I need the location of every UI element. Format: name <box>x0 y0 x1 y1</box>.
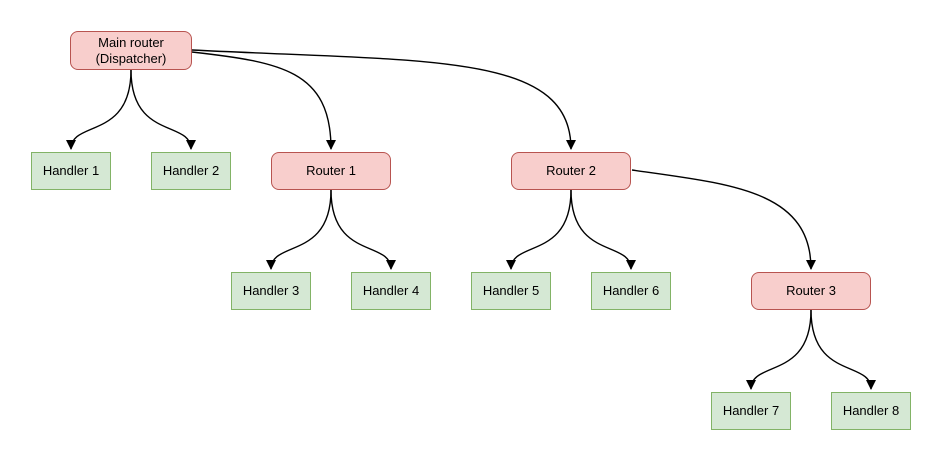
edge-main-router-to-handler-1 <box>66 69 132 150</box>
node-handler-7: Handler 7 <box>711 392 791 430</box>
node-router-2-label: Router 2 <box>546 163 596 178</box>
node-handler-6: Handler 6 <box>591 272 671 310</box>
node-handler-2: Handler 2 <box>151 152 231 190</box>
edge-router-1-to-handler-4 <box>330 189 396 270</box>
node-handler-8-label: Handler 8 <box>842 403 900 418</box>
edge-router-2-to-router-3 <box>631 169 816 270</box>
node-handler-6-label: Handler 6 <box>602 283 660 298</box>
node-handler-5: Handler 5 <box>471 272 551 310</box>
node-main-router-label-line2: (Dispatcher) <box>95 50 167 66</box>
edge-router-2-to-handler-6 <box>570 189 636 270</box>
node-main-router: Main router (Dispatcher) <box>70 31 192 70</box>
node-handler-2-label: Handler 2 <box>162 163 220 178</box>
edge-main-router-to-handler-2 <box>130 69 196 150</box>
node-handler-4: Handler 4 <box>351 272 431 310</box>
edge-main-router-to-router-1 <box>191 51 336 150</box>
node-router-3-label: Router 3 <box>786 283 836 298</box>
node-handler-4-label: Handler 4 <box>362 283 420 298</box>
node-handler-8: Handler 8 <box>831 392 911 430</box>
edge-router-2-to-handler-5 <box>506 189 572 270</box>
node-handler-3: Handler 3 <box>231 272 311 310</box>
edge-router-3-to-handler-8 <box>810 309 876 390</box>
edge-router-3-to-handler-7 <box>746 309 812 390</box>
node-handler-5-label: Handler 5 <box>482 283 540 298</box>
node-router-3: Router 3 <box>751 272 871 310</box>
edge-router-1-to-handler-3 <box>266 189 332 270</box>
node-handler-1: Handler 1 <box>31 152 111 190</box>
node-handler-7-label: Handler 7 <box>722 403 780 418</box>
node-router-2: Router 2 <box>511 152 631 190</box>
node-main-router-label-line1: Main router <box>98 34 164 50</box>
node-router-1-label: Router 1 <box>306 163 356 178</box>
node-handler-1-label: Handler 1 <box>42 163 100 178</box>
edge-main-router-to-router-2 <box>191 49 576 150</box>
node-handler-3-label: Handler 3 <box>242 283 300 298</box>
node-router-1: Router 1 <box>271 152 391 190</box>
